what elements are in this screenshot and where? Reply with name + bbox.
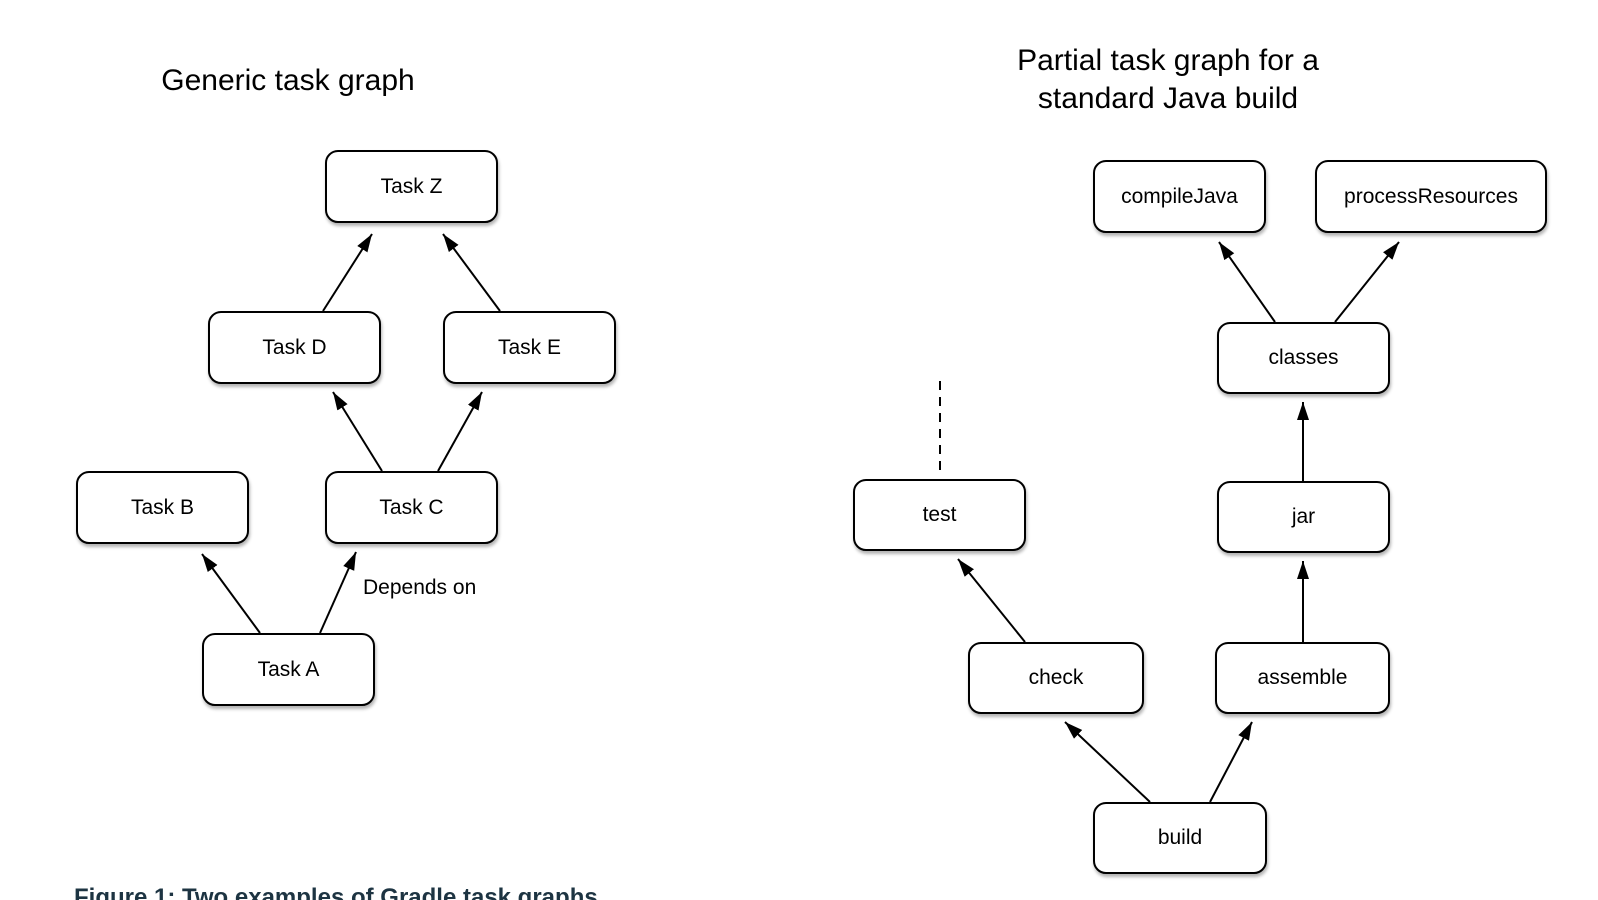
node-classes: classes	[1217, 322, 1390, 394]
node-task-b: Task B	[76, 471, 249, 544]
node-label: test	[922, 503, 957, 526]
node-label: Task A	[257, 657, 320, 681]
edge-task-c-to-task-d	[332, 391, 383, 472]
edge-classes-to-compilejava	[1218, 241, 1276, 323]
node-label: Task B	[130, 495, 195, 519]
left-graph-title: Generic task graph	[161, 64, 415, 97]
node-label: Task E	[497, 335, 562, 359]
edge-classes-to-processresources	[1334, 241, 1400, 323]
node-task-d: Task D	[208, 311, 381, 384]
depends-on-label: Depends on	[363, 576, 477, 599]
edge-task-c-to-task-e	[437, 391, 483, 472]
node-task-z: Task Z	[325, 150, 498, 223]
node-label: compileJava	[1121, 184, 1238, 208]
node-compilejava: compileJava	[1093, 160, 1266, 233]
node-task-a: Task A	[202, 633, 375, 706]
node-label: jar	[1291, 505, 1316, 528]
figure-caption: Figure 1: Two examples of Gradle task gr…	[74, 884, 598, 900]
edge-task-a-to-task-b	[201, 553, 261, 634]
node-processresources: processResources	[1315, 160, 1547, 233]
edge-task-a-to-task-c	[319, 551, 357, 634]
node-label: Task Z	[380, 174, 443, 198]
right-graph-title: Partial task graph for a standard Java b…	[1017, 44, 1319, 115]
edge-task-e-to-task-z	[442, 233, 501, 312]
edge-build-to-assemble	[1209, 721, 1253, 803]
node-label: assemble	[1257, 666, 1348, 689]
node-label: check	[1028, 666, 1084, 689]
node-label: Task D	[262, 335, 327, 359]
node-label: processResources	[1344, 184, 1518, 208]
node-test: test	[853, 479, 1026, 551]
node-check: check	[968, 642, 1144, 714]
node-label: build	[1157, 826, 1203, 849]
node-task-c: Task C	[325, 471, 498, 544]
node-label: Task C	[379, 495, 444, 519]
node-build: build	[1093, 802, 1267, 874]
edge-check-to-test	[957, 558, 1026, 643]
edge-build-to-check	[1064, 721, 1151, 803]
edge-task-d-to-task-z	[322, 233, 373, 312]
node-jar: jar	[1217, 481, 1390, 553]
node-task-e: Task E	[443, 311, 616, 384]
node-label: classes	[1268, 346, 1339, 369]
node-assemble: assemble	[1215, 642, 1390, 714]
